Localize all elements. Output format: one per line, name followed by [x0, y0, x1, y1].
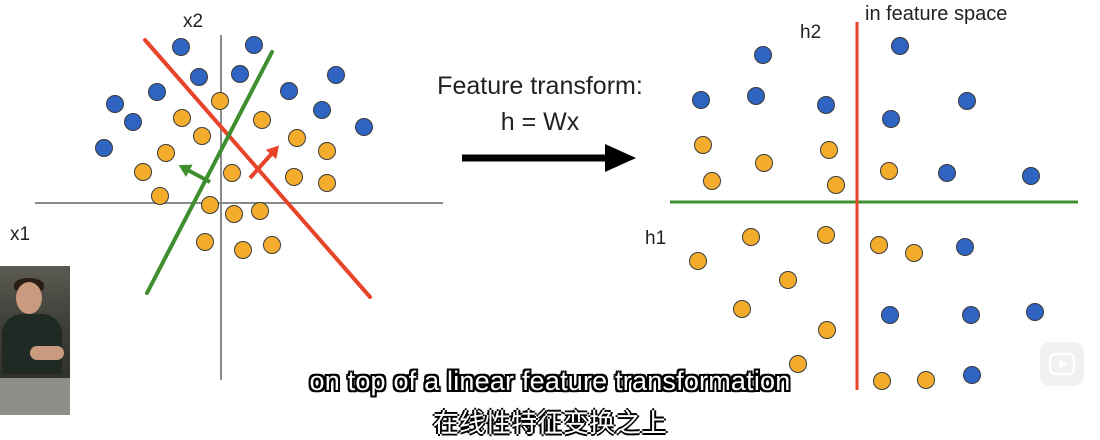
left-blue-point-5 [106, 95, 124, 113]
left-blue-point-8 [280, 82, 298, 100]
right-blue-point-12 [1026, 303, 1044, 321]
left-x-axis-label: x1 [10, 224, 30, 245]
right-orange-point-15 [873, 372, 891, 390]
left-orange-point-9 [285, 168, 303, 186]
transform-equation: h = Wx [501, 108, 580, 136]
left-blue-point-1 [245, 36, 263, 54]
left-orange-point-16 [234, 241, 252, 259]
left-blue-point-2 [190, 68, 208, 86]
right-orange-point-13 [818, 321, 836, 339]
right-plot: in feature space h2 h1 [645, 3, 1078, 390]
green-normal-arrow [178, 164, 211, 184]
presenter-video-icon [0, 266, 70, 415]
right-orange-point-14 [789, 355, 807, 373]
left-orange-point-15 [196, 233, 214, 251]
left-blue-point-9 [313, 101, 331, 119]
transform-arrow-icon [462, 144, 636, 172]
left-blue-point-10 [327, 66, 345, 84]
left-blue-point-3 [231, 65, 249, 83]
right-orange-point-8 [870, 236, 888, 254]
left-orange-point-1 [173, 109, 191, 127]
left-orange-point-8 [223, 164, 241, 182]
left-blue-point-4 [148, 83, 166, 101]
left-orange-point-14 [251, 202, 269, 220]
right-orange-point-12 [733, 300, 751, 318]
right-blue-points [692, 37, 1044, 384]
diagram-canvas: x1 x2 Feature transform: h = Wx in featu… [10, 3, 1078, 390]
left-blue-point-11 [355, 118, 373, 136]
left-orange-point-7 [134, 163, 152, 181]
subtitle-caption: on top of a linear feature transformatio… [309, 366, 791, 396]
right-blue-point-1 [891, 37, 909, 55]
right-x-axis-label: h1 [645, 228, 666, 249]
right-blue-point-5 [882, 110, 900, 128]
right-blue-point-4 [817, 96, 835, 114]
left-orange-point-3 [253, 111, 271, 129]
left-orange-point-0 [211, 92, 229, 110]
left-orange-point-4 [288, 129, 306, 147]
left-orange-point-2 [193, 127, 211, 145]
left-orange-point-17 [263, 236, 281, 254]
subtitle-caption-translation: 在线性特征变换之上 [432, 409, 667, 439]
right-orange-point-11 [779, 271, 797, 289]
left-orange-point-5 [318, 142, 336, 160]
right-blue-point-3 [747, 87, 765, 105]
right-y-axis-label: h2 [800, 22, 821, 43]
right-orange-point-9 [905, 244, 923, 262]
right-orange-point-2 [820, 141, 838, 159]
right-orange-point-5 [880, 162, 898, 180]
right-orange-point-16 [917, 371, 935, 389]
right-orange-point-0 [694, 136, 712, 154]
right-blue-point-6 [958, 92, 976, 110]
left-blue-point-0 [172, 38, 190, 56]
right-blue-point-9 [956, 238, 974, 256]
transform-title: Feature transform: [437, 72, 643, 100]
right-orange-point-6 [742, 228, 760, 246]
left-orange-point-12 [201, 196, 219, 214]
play-button-icon[interactable] [1040, 342, 1084, 386]
right-orange-point-3 [703, 172, 721, 190]
left-blue-points [95, 36, 373, 157]
left-orange-point-10 [318, 174, 336, 192]
transform-label-group: Feature transform: h = Wx [437, 72, 643, 172]
right-orange-points [689, 136, 935, 390]
left-blue-point-6 [124, 113, 142, 131]
right-blue-point-11 [962, 306, 980, 324]
left-orange-point-13 [225, 205, 243, 223]
right-blue-point-13 [963, 366, 981, 384]
left-plot: x1 x2 [10, 11, 443, 380]
right-orange-point-4 [827, 176, 845, 194]
right-blue-point-10 [881, 306, 899, 324]
left-orange-point-6 [157, 144, 175, 162]
red-normal-arrow [248, 145, 279, 180]
green-decision-line [145, 50, 274, 295]
right-blue-point-2 [692, 91, 710, 109]
right-blue-point-7 [938, 164, 956, 182]
left-orange-point-11 [151, 187, 169, 205]
left-y-axis-label: x2 [183, 11, 203, 32]
right-blue-point-0 [754, 46, 772, 64]
right-orange-point-1 [755, 154, 773, 172]
left-orange-points [134, 92, 336, 259]
left-blue-point-7 [95, 139, 113, 157]
right-plot-title: in feature space [865, 3, 1007, 25]
right-blue-point-8 [1022, 167, 1040, 185]
right-orange-point-7 [817, 226, 835, 244]
right-orange-point-10 [689, 252, 707, 270]
